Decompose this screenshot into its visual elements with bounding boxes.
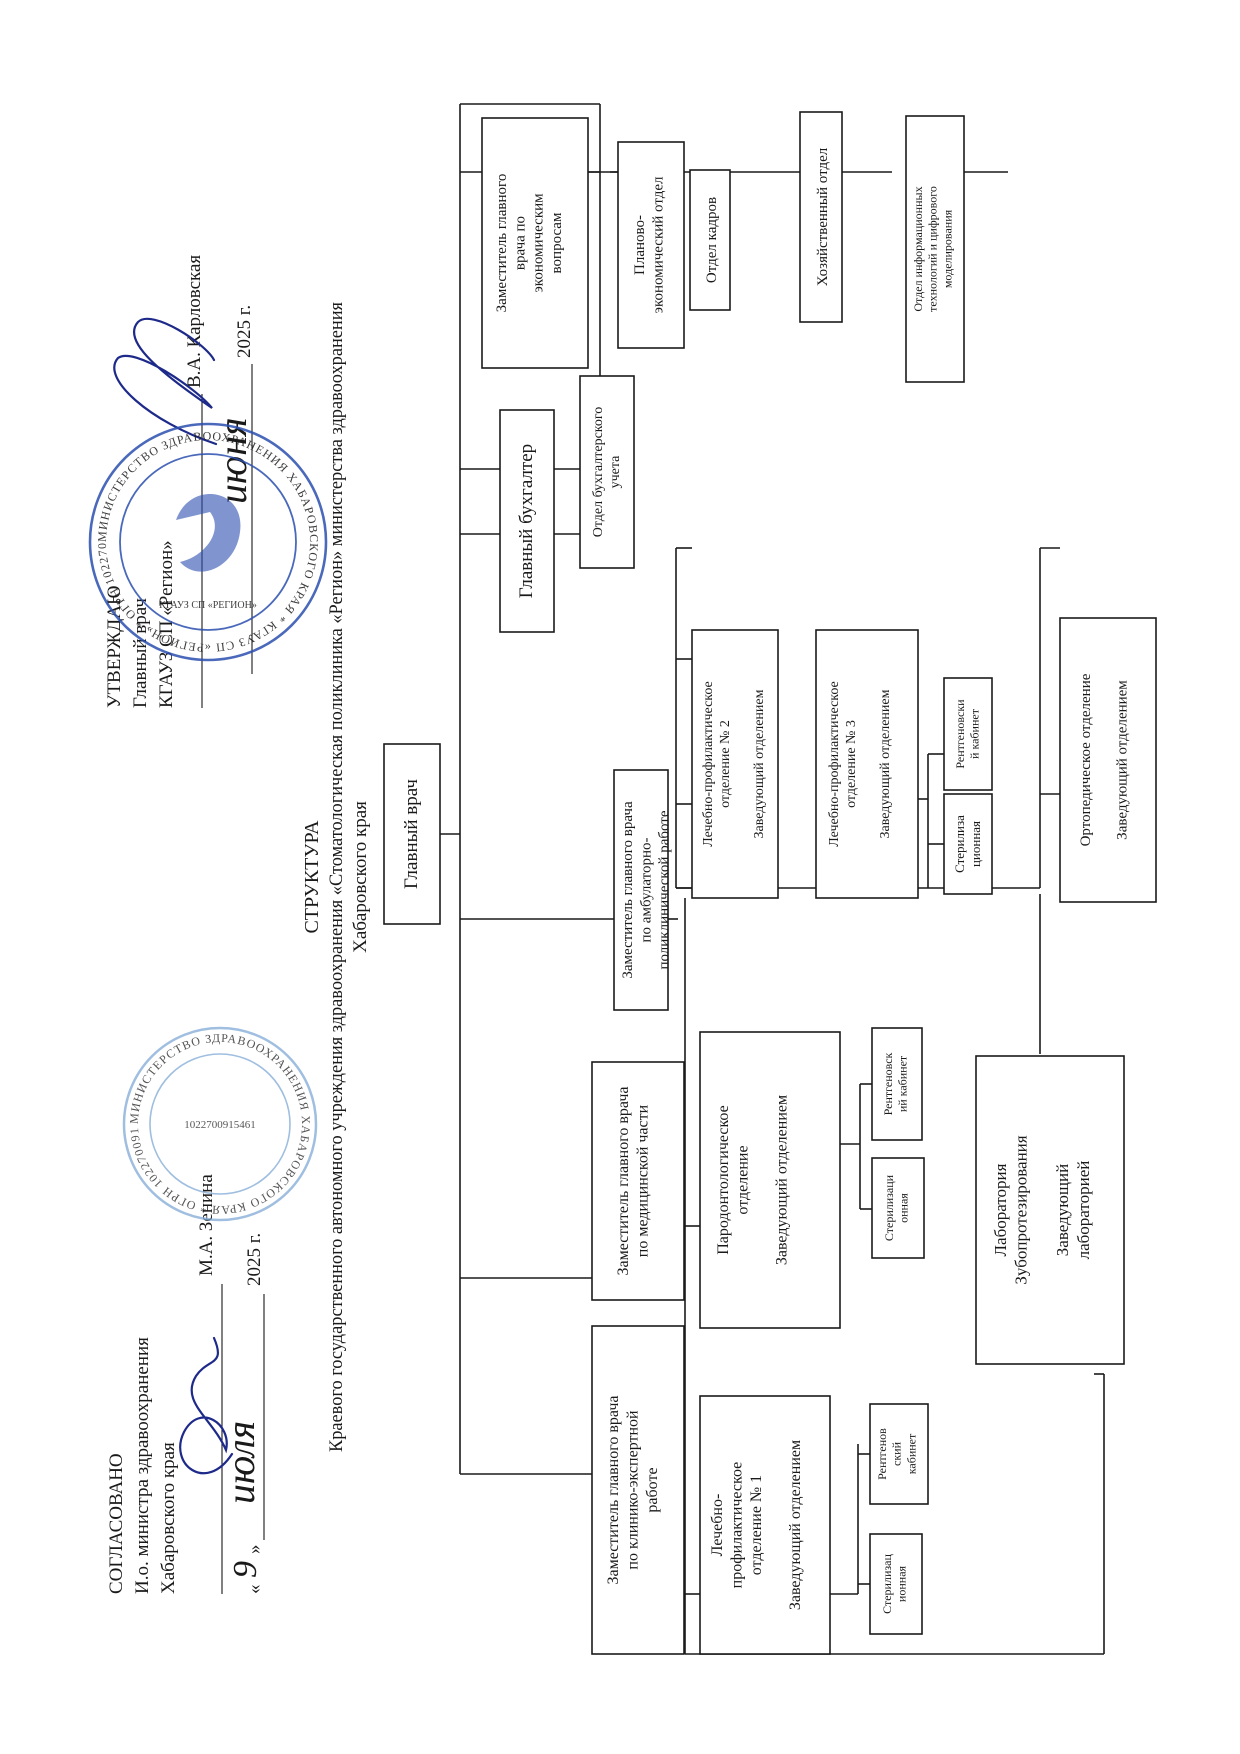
approval-right-date-year: 2025 г. (234, 305, 255, 358)
approval-left-position-2: Хабаровского края (158, 1442, 179, 1594)
title-line-2: Хабаровского края (350, 801, 371, 953)
approval-left-position-1: И.о. министра здравоохранения (132, 1337, 153, 1594)
title-main: СТРУКТУРА (301, 820, 323, 934)
node-it-dept-text: Отдел информационныхтехнологий и цифрово… (911, 186, 954, 312)
approval-left-signatory: М.А. Зенина (196, 1174, 217, 1276)
node-lpo-3-sterilization: Стерилизационная (943, 793, 993, 895)
approval-left-open-quote: « (244, 1585, 265, 1595)
approval-right-position-2: КГАУЗ СП «Регион» (156, 540, 177, 708)
node-lpo-1-sterilization-text: Стерилизационная (880, 1554, 909, 1614)
node-it-dept: Отдел информационныхтехнологий и цифрово… (905, 115, 965, 383)
node-lpo-3-sterilization-text: Стерилизационная (952, 815, 983, 873)
node-lpo-1-xray: Рентгеновскийкабинет (869, 1403, 929, 1505)
node-periodontology-xray: Рентгеновский кабинет (871, 1027, 923, 1141)
node-orthopedic: Ортопедическое отделение Заведующий отде… (1059, 617, 1157, 903)
approval-right-signature (113, 317, 218, 446)
node-lpo-3-xray-text: Рентгеновский кабинет (953, 699, 982, 769)
approval-left-heading: СОГЛАСОВАНО (106, 1453, 127, 1594)
node-chief-accountant-text: Главный бухгалтер (516, 444, 537, 598)
node-lpo-3-xray: Рентгеновский кабинет (943, 677, 993, 791)
node-household-dept: Хозяйственный отдел (799, 111, 843, 323)
node-planning-dept: Планово-экономический отдел (617, 141, 685, 349)
node-periodontology-xray-text: Рентгеновский кабинет (881, 1052, 910, 1115)
approval-left: СОГЛАСОВАНО И.о. министра здравоохранени… (106, 1174, 265, 1594)
node-periodontology-sterilization-text: Стерилизационная (882, 1174, 911, 1241)
seal-left-number: 1022700915461 (184, 1119, 256, 1131)
approval-right: УТВЕРЖДАЮ Главный врач КГАУЗ СП «Регион»… (104, 255, 255, 708)
approval-right-signatory: В.А. Карловская (184, 255, 205, 388)
approval-left-date-year: 2025 г. (244, 1233, 265, 1286)
approval-left-close-quote: » (244, 1545, 265, 1555)
node-chief-physician-text: Главный врач (401, 779, 422, 889)
node-hr-dept-text: Отдел кадров (704, 197, 720, 283)
node-orthopedic-text: Ортопедическое отделение Заведующий отде… (1078, 673, 1131, 846)
node-planning-dept-text: Планово-экономический отдел (632, 176, 666, 313)
approval-left-date-day: 9 (227, 1561, 264, 1578)
seal-right-inner: КГАУЗ СП «РЕГИОН» (159, 600, 257, 611)
node-periodontology-sterilization: Стерилизационная (871, 1157, 925, 1259)
node-household-dept-text: Хозяйственный отдел (815, 147, 831, 286)
node-lpo-1-sterilization: Стерилизационная (869, 1533, 923, 1635)
node-hr-dept: Отдел кадров (689, 169, 731, 311)
node-chief-physician: Главный врач (383, 743, 441, 925)
node-chief-accountant: Главный бухгалтер (499, 409, 555, 633)
approval-right-heading: УТВЕРЖДАЮ (104, 586, 125, 708)
approval-left-signature (179, 1336, 234, 1475)
title-line-1: Краевого государственного автономного уч… (326, 302, 347, 1452)
approval-right-position-1: Главный врач (130, 598, 151, 708)
node-lpo-1-xray-text: Рентгеновскийкабинет (875, 1428, 918, 1480)
